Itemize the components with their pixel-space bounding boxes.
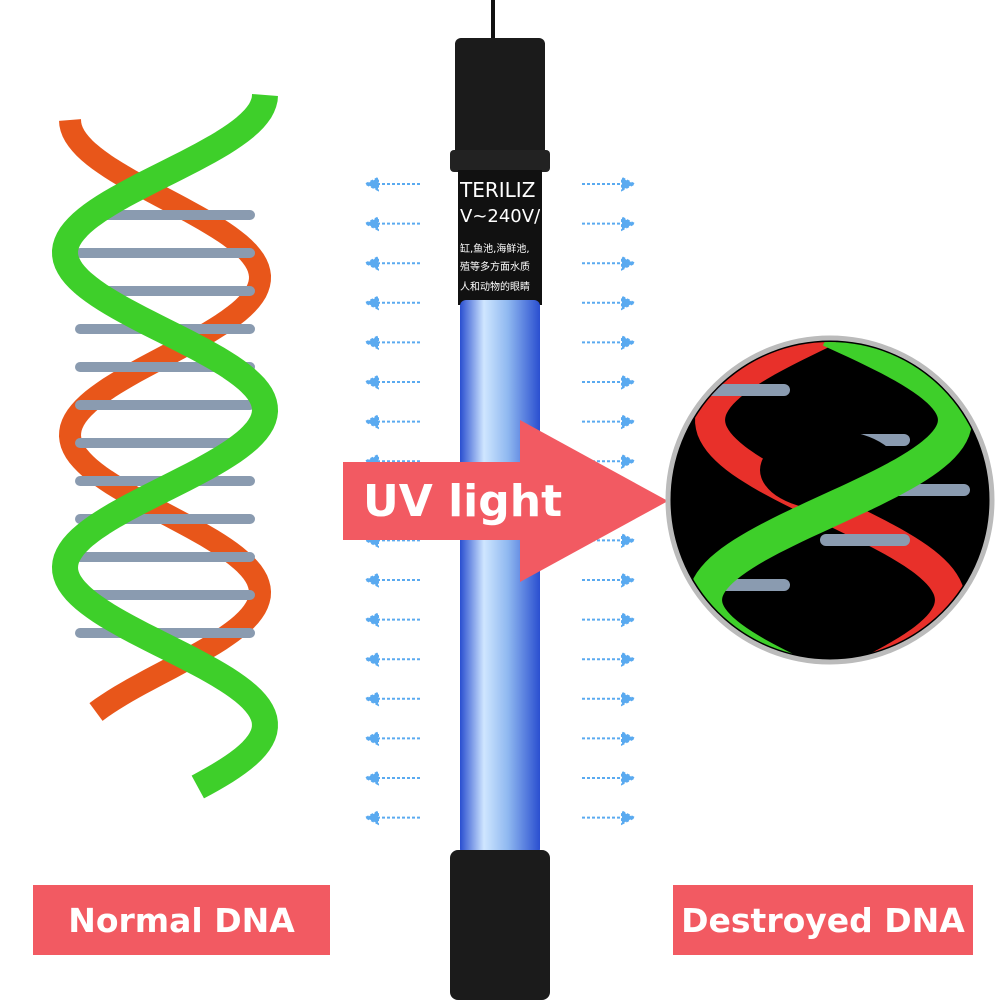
- arrow-left: [363, 572, 420, 588]
- lamp-label-text-5: 人和动物的眼睛: [460, 282, 530, 293]
- arrow-right: [582, 255, 637, 271]
- arrow-right: [582, 215, 637, 232]
- arrow-right: [582, 651, 637, 667]
- arrow-left: [363, 255, 420, 271]
- arrow-left: [363, 374, 420, 390]
- arrow-right: [582, 572, 637, 588]
- lamp-label-sleeve: [458, 170, 542, 305]
- arrow-left: [363, 295, 420, 311]
- lamp-label-text-3: 缸,鱼池,海鲜池,: [460, 244, 530, 255]
- arrow-left: [363, 413, 420, 430]
- destroyed-dna-magnifier: [665, 335, 995, 665]
- arrow-left: [363, 334, 420, 351]
- dna-rung: [75, 400, 255, 410]
- arrow-right: [582, 770, 637, 786]
- dna-rung: [75, 248, 255, 258]
- normal-dna-label: Normal DNA: [33, 885, 330, 955]
- arrow-left: [363, 611, 420, 628]
- uv-light-banner: [343, 420, 668, 582]
- lamp-label-text-4: 殖等多方面水质: [460, 262, 530, 273]
- uv-ray-arrows: [363, 176, 637, 826]
- lamp-label-text-1: TERILIZ: [460, 178, 536, 202]
- lamp-top-cap: [455, 38, 545, 168]
- dna-rung: [75, 438, 255, 448]
- arrow-left: [363, 770, 420, 786]
- arrow-right: [582, 611, 637, 628]
- lamp-label-text-2: V~240V/5: [460, 206, 540, 227]
- broken-rung: [820, 534, 910, 546]
- arrow-right: [582, 413, 637, 430]
- arrow-left: [363, 691, 420, 707]
- arrow-right: [582, 374, 637, 390]
- dna-rung: [75, 590, 255, 600]
- arrow-left: [363, 215, 420, 232]
- arrow-right: [582, 809, 637, 826]
- arrow-left: [363, 730, 420, 747]
- arrow-left: [363, 809, 420, 826]
- arrow-right: [582, 295, 637, 311]
- arrow-right: [582, 176, 637, 192]
- arrow-right: [582, 334, 637, 351]
- arrow-left: [363, 651, 420, 667]
- arrow-right: [582, 691, 637, 707]
- dna-strand: [51, 94, 279, 799]
- dna-rung: [75, 210, 255, 220]
- arrow-left: [363, 176, 420, 192]
- dna-rung: [75, 552, 255, 562]
- destroyed-dna-label: Destroyed DNA: [673, 885, 973, 955]
- uv-light-label: UV light: [363, 475, 563, 527]
- lamp-bottom-cap: [450, 850, 550, 1000]
- broken-rung: [700, 384, 790, 396]
- normal-dna-helix: [51, 94, 279, 799]
- arrow-right: [582, 730, 637, 747]
